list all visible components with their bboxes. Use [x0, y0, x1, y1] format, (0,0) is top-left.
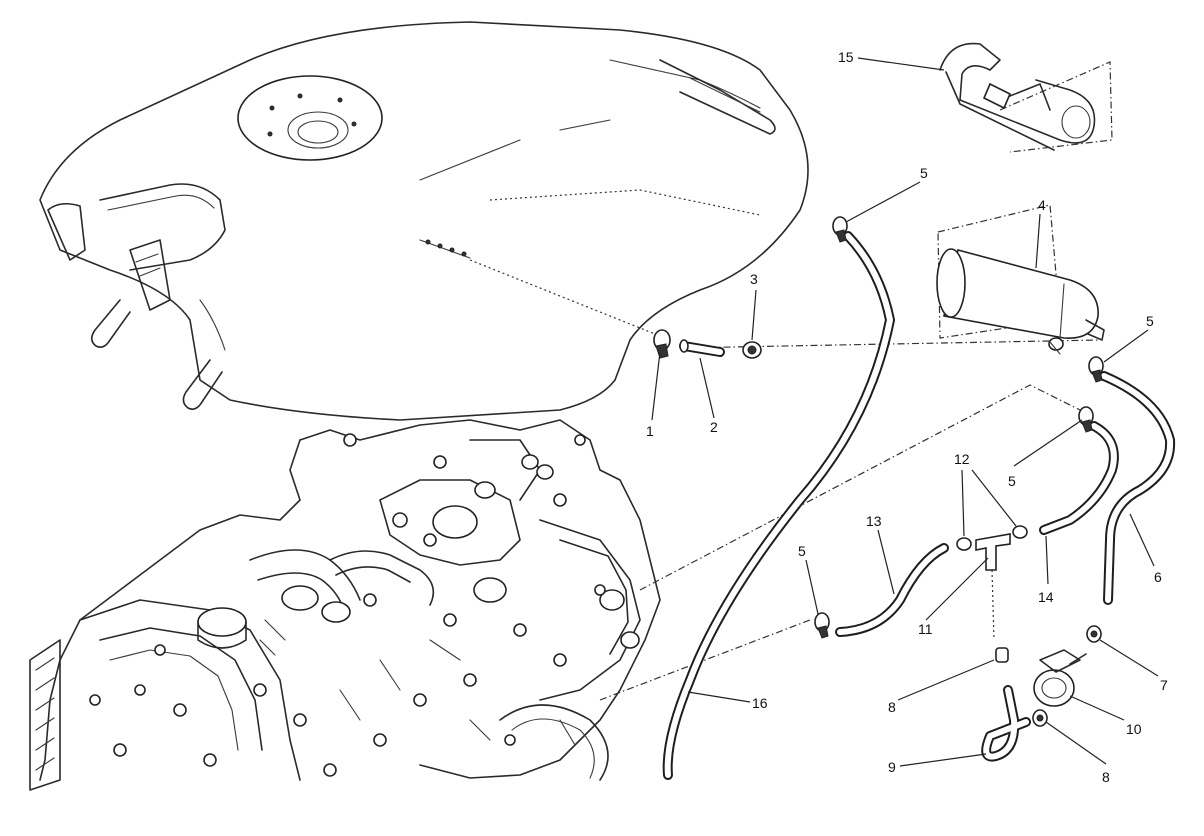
engine-bolts: [89, 433, 606, 777]
callout-5d: 5: [798, 543, 806, 559]
callout-15: 15: [838, 49, 854, 65]
leader-lines: [651, 57, 1159, 767]
callout-5c: 5: [1008, 473, 1016, 489]
hose-13: [814, 543, 949, 639]
callout-7: 7: [1160, 677, 1168, 693]
callout-1: 1: [646, 423, 654, 439]
callout-3: 3: [750, 271, 758, 287]
callout-2: 2: [710, 419, 718, 435]
fuel-tank: [39, 21, 809, 421]
vent-fitting-group: [653, 329, 762, 359]
callout-labels: 1 2 3 4 5 5 5 5 6 7 8 8 9 10 11 12 13 14…: [646, 49, 1168, 785]
hose-16: [662, 216, 895, 780]
callout-5b: 5: [1146, 313, 1154, 329]
callout-6: 6: [1154, 569, 1162, 585]
callout-4: 4: [1038, 197, 1046, 213]
callout-12: 12: [954, 451, 970, 467]
callout-11: 11: [918, 621, 933, 637]
hose-6: [1088, 356, 1176, 605]
hose-14: [1039, 406, 1119, 535]
callout-5a: 5: [920, 165, 928, 181]
callout-9: 9: [888, 759, 896, 775]
callout-14: 14: [1038, 589, 1054, 605]
callout-8b: 8: [1102, 769, 1110, 785]
carbon-canister: [936, 248, 1105, 355]
callout-16: 16: [752, 695, 768, 711]
callout-10: 10: [1126, 721, 1142, 737]
callout-8a: 8: [888, 699, 896, 715]
canister-bracket: [939, 42, 1096, 151]
vent-valve-group: [981, 625, 1102, 762]
callout-13: 13: [866, 513, 882, 529]
reference-lines: [469, 61, 1113, 701]
engine-drawing: [29, 419, 661, 791]
t-fitting-group: [956, 525, 1028, 641]
